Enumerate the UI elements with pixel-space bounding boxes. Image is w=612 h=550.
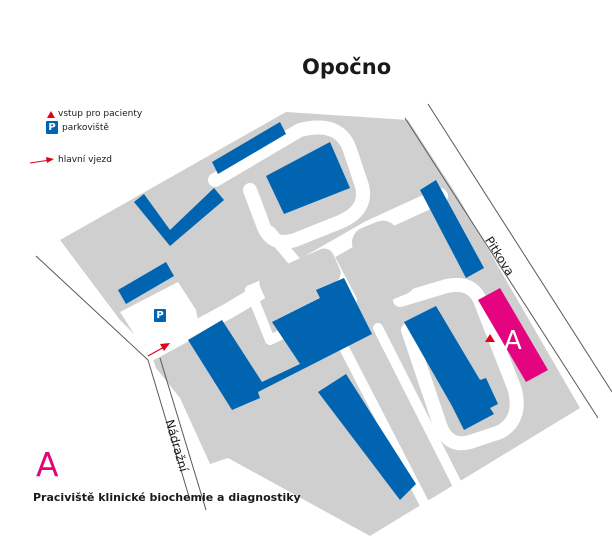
building-a-caption: Praciviště klinické biochemie a diagnost… (33, 491, 301, 504)
street-edge-2 (427, 103, 612, 393)
legend-arrow-icon (29, 157, 54, 164)
legend-letter-a: A (36, 445, 59, 484)
street-edge-3 (35, 255, 149, 361)
legend-entrance: vstup pro pacienty (58, 109, 142, 119)
building-south (318, 374, 416, 500)
inner-block-1 (351, 220, 417, 302)
building-n-strip (212, 122, 286, 174)
parking-icon: P (46, 121, 58, 134)
patient-entrance-marker (485, 334, 495, 342)
building-a[interactable] (478, 288, 548, 382)
legend-entrance-icon (47, 111, 55, 118)
street-edge-4 (147, 359, 191, 501)
legend-parking-label: parkoviště (62, 122, 109, 133)
main-entry-arrow (147, 343, 170, 357)
building-main (188, 278, 372, 410)
building-west-strip (118, 262, 174, 304)
building-nw-l (134, 188, 224, 246)
road-right-loop (393, 278, 524, 451)
street-edge-1 (404, 117, 599, 419)
legend-parking: P parkoviště (46, 121, 109, 134)
parking-marker-icon: P (154, 309, 166, 322)
legend-main-entry: hlavní vjezd (58, 155, 112, 165)
town-title: Opočno (302, 55, 392, 79)
building-a-label: A (504, 326, 522, 356)
legend-main-entry-label: hlavní vjezd (58, 155, 112, 165)
building-east-block (404, 306, 498, 430)
inner-block-2 (259, 248, 341, 308)
building-n-block (266, 142, 350, 214)
road-south-b (373, 323, 465, 495)
street-edge-5 (159, 357, 207, 511)
buildings (118, 122, 498, 500)
building-east-strip (420, 180, 484, 278)
outer-streets (35, 103, 612, 511)
inner-blocks (259, 220, 417, 308)
legend-entrance-label: vstup pro pacienty (58, 109, 143, 119)
